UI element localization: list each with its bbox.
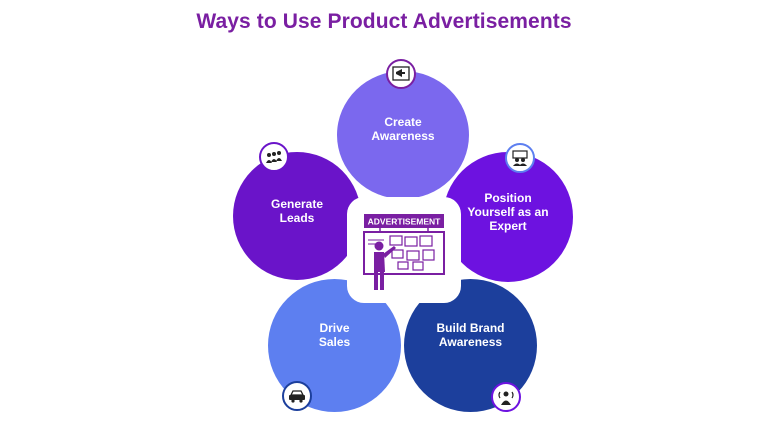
people-growth-icon bbox=[259, 142, 289, 172]
petal-label: Build Brand Awareness bbox=[436, 320, 505, 349]
petal-position-expert: Position Yourself as an Expert bbox=[443, 152, 573, 282]
petal-label: Position Yourself as an Expert bbox=[467, 191, 549, 233]
page-title: Ways to Use Product Advertisements bbox=[196, 10, 572, 33]
petal-label: Drive Sales bbox=[318, 320, 351, 349]
advertisement-sign-text: ADVERTISEMENT bbox=[368, 217, 442, 227]
petal-create-awareness: Create Awareness bbox=[337, 71, 469, 199]
presenter-board-icon: ADVERTISEMENT bbox=[363, 214, 445, 290]
center-illustration: ADVERTISEMENT bbox=[350, 200, 458, 300]
influencer-icon bbox=[491, 382, 521, 412]
megaphone-icon bbox=[386, 59, 416, 89]
petal-generate-leads: Generate Leads bbox=[233, 152, 361, 280]
petal-label: Create Awareness bbox=[371, 115, 435, 143]
petal-label: Generate Leads bbox=[270, 197, 324, 225]
car-icon bbox=[282, 381, 312, 411]
expert-team-icon bbox=[505, 143, 535, 173]
